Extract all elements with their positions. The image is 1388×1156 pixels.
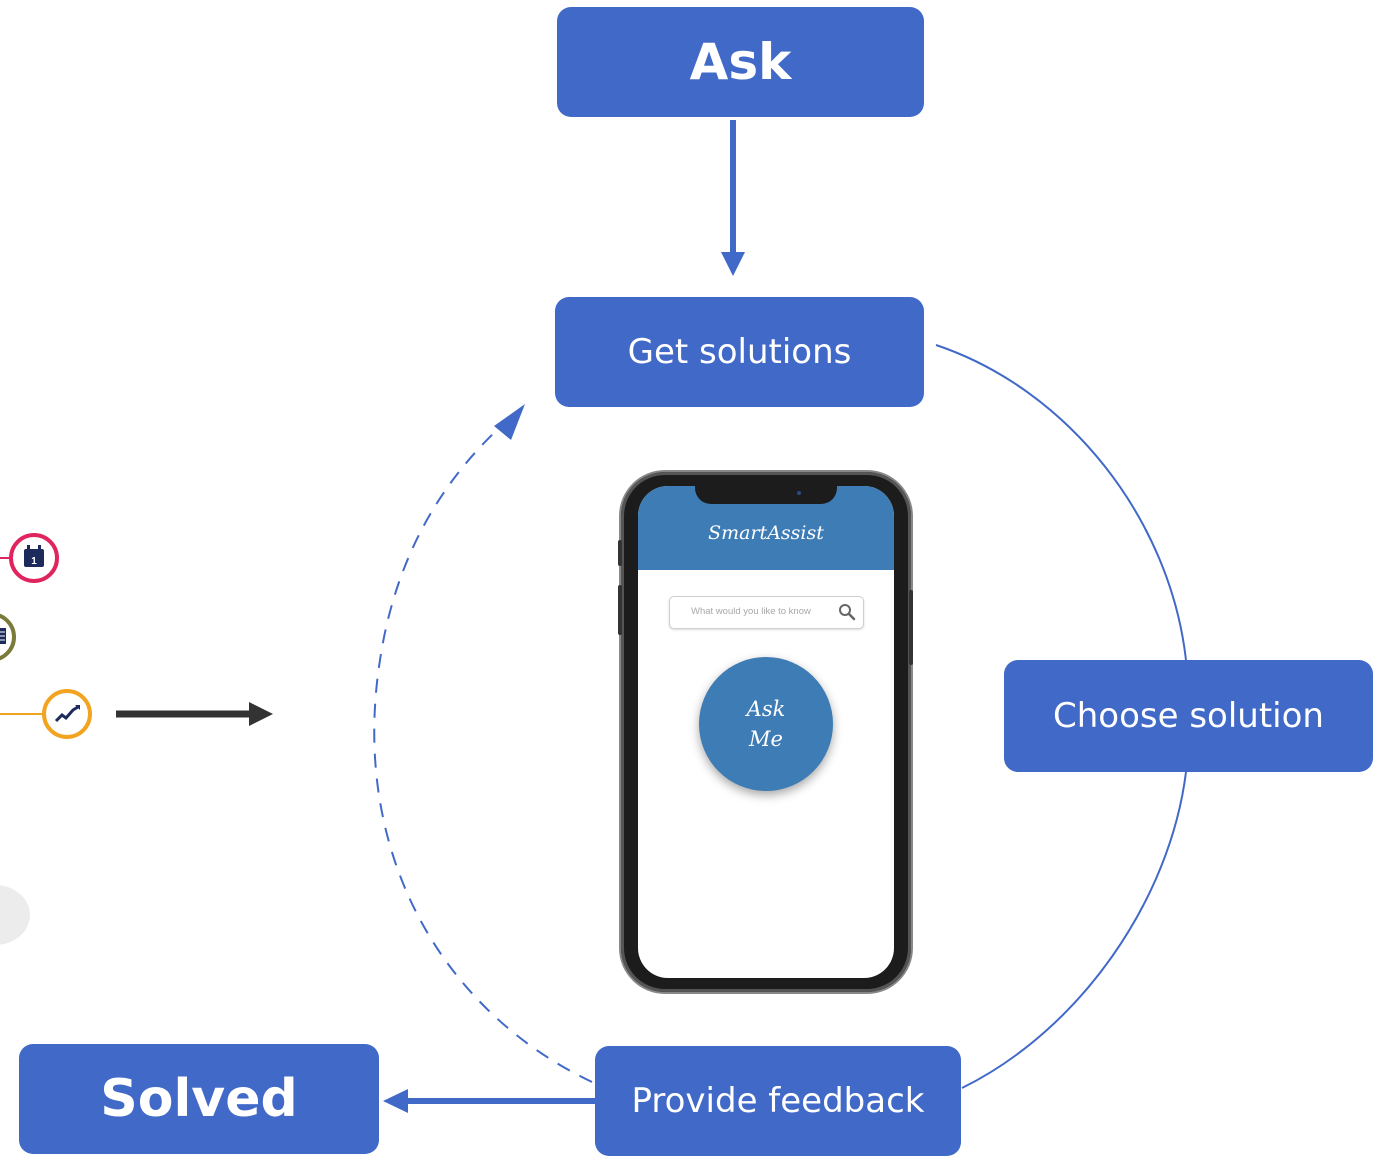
ask-me-button[interactable]: Ask Me <box>699 657 833 791</box>
step-ask-box: Ask <box>557 7 924 117</box>
step-choose-solution-label: Choose solution <box>1053 695 1324 736</box>
calendar-icon: 1 <box>9 533 59 583</box>
search-input[interactable]: What would you like to know <box>669 596 864 629</box>
step-provide-feedback-box: Provide feedback <box>595 1046 961 1156</box>
arc-get-to-choose <box>935 344 1187 661</box>
step-solved-label: Solved <box>100 1069 298 1129</box>
phone-side-button <box>618 585 622 635</box>
arrow-right-icon <box>116 702 273 726</box>
arrow-provide-to-solved <box>383 1089 595 1113</box>
arc-provide-to-get-dashed <box>373 419 593 1083</box>
camera-dot <box>797 491 801 495</box>
phone-side-button <box>909 590 913 665</box>
ask-me-line2: Me <box>749 727 783 751</box>
search-icon[interactable] <box>838 603 856 621</box>
step-get-solutions-label: Get solutions <box>627 332 852 372</box>
phone-notch <box>695 486 837 504</box>
ask-me-line1: Ask <box>746 696 786 721</box>
arc-choose-to-provide <box>961 771 1187 1089</box>
step-ask-label: Ask <box>689 33 792 91</box>
trend-chart-icon <box>42 689 92 739</box>
step-get-solutions-box: Get solutions <box>555 297 924 407</box>
svg-text:1: 1 <box>31 556 37 567</box>
app-title: SmartAssist <box>708 522 824 544</box>
phone-side-button <box>618 540 622 566</box>
dashed-arrowhead <box>494 404 525 440</box>
step-choose-solution-box: Choose solution <box>1004 660 1373 772</box>
step-solved-box: Solved <box>19 1044 379 1154</box>
step-provide-feedback-label: Provide feedback <box>631 1080 925 1121</box>
arrow-ask-to-get <box>721 120 745 276</box>
search-placeholder: What would you like to know <box>691 606 811 617</box>
